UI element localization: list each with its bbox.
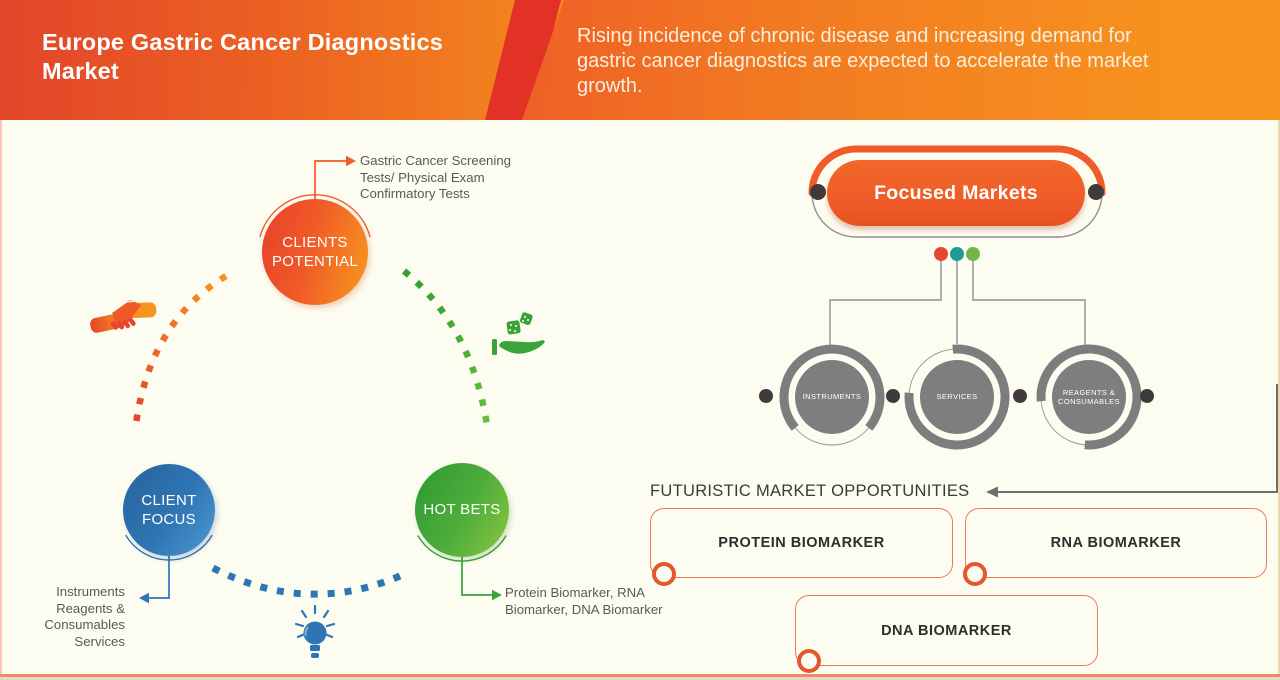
opportunity-label-protein: PROTEIN BIOMARKER (718, 535, 885, 551)
arrowhead-hot-bets (492, 589, 502, 601)
dotted-arc-green (401, 268, 492, 433)
opportunity-label-rna: RNA BIOMARKER (1050, 535, 1182, 551)
header-right-panel (522, 0, 1280, 120)
focused-markets-label: Focused Markets (874, 181, 1038, 204)
connector-client-focus (148, 556, 170, 599)
pill-side-dot-left (810, 184, 826, 200)
segment-side-dots (759, 389, 1154, 403)
bubble-clients-potential-label: CLIENTS POTENTIAL (271, 233, 359, 271)
page-subtitle: Rising incidence of chronic disease and … (577, 25, 1149, 97)
segment-label-instruments: INSTRUMENTS (802, 392, 862, 401)
segment-label-services: SERVICES (936, 392, 978, 401)
connector-hot-bets (461, 557, 493, 596)
bubble-client-focus-label: CLIENT FOCUS (141, 491, 197, 529)
arrowhead-clients-potential (346, 155, 356, 167)
corner-ring-dna (797, 649, 821, 673)
dotted-arc-orange (132, 273, 228, 425)
corner-ring-protein (652, 562, 676, 586)
dotted-arc-blue (211, 564, 402, 598)
connector-clients-potential (314, 160, 347, 199)
handshake-icon (90, 300, 157, 333)
hand-with-dice-icon (492, 312, 545, 355)
frame-edge-left (0, 120, 2, 680)
opportunity-box-dna-biomarker: DNA BIOMARKER (795, 595, 1098, 666)
segment-circle-instruments (779, 344, 885, 446)
opportunity-box-rna-biomarker: RNA BIOMARKER (965, 508, 1267, 578)
lightbulb-icon (294, 604, 336, 658)
bubble-client-focus: CLIENT FOCUS (123, 464, 215, 556)
bubble-clients-potential: CLIENTS POTENTIAL (262, 199, 368, 305)
frame-edge-bottom-outer (0, 677, 1280, 680)
segment-circle-services (904, 344, 1010, 450)
opportunity-label-dna: DNA BIOMARKER (881, 622, 1012, 639)
corner-ring-rna (963, 562, 987, 586)
note-clients-potential: Gastric Cancer Screening Tests/ Physical… (360, 153, 511, 201)
note-client-focus: Instruments Reagents & Consumables Servi… (44, 584, 125, 649)
branch-dot-red (934, 247, 948, 261)
pill-side-dot-right (1088, 184, 1104, 200)
frame-edge-bottom (0, 674, 1280, 677)
header-banner: Europe Gastric Cancer Diagnostics Market… (0, 0, 1280, 120)
branch-dot-green (966, 247, 980, 261)
opportunity-box-protein-biomarker: PROTEIN BIOMARKER (650, 508, 953, 578)
arrowhead-client-focus (139, 592, 149, 604)
page-title: Europe Gastric Cancer Diagnostics Market (42, 29, 444, 84)
futuristic-arrow-line (997, 384, 1278, 493)
segment-circle-reagents (1036, 344, 1142, 450)
bubble-hot-bets-label: HOT BETS (423, 501, 501, 519)
focused-markets-pill: Focused Markets (827, 160, 1085, 226)
bubble-hot-bets: HOT BETS (415, 463, 509, 557)
futuristic-heading: FUTURISTIC MARKET OPPORTUNITIES (650, 482, 970, 500)
frame-edge-right (1278, 120, 1280, 680)
segment-label-reagents-consumables: REAGENTS & CONSUMABLES (1058, 388, 1120, 406)
branch-dot-teal (950, 247, 964, 261)
tree-connectors (829, 261, 1086, 348)
focused-markets-orange-arc (808, 145, 1106, 197)
futuristic-arrowhead (986, 486, 998, 498)
note-hot-bets: Protein Biomarker, RNA Biomarker, DNA Bi… (505, 585, 663, 617)
